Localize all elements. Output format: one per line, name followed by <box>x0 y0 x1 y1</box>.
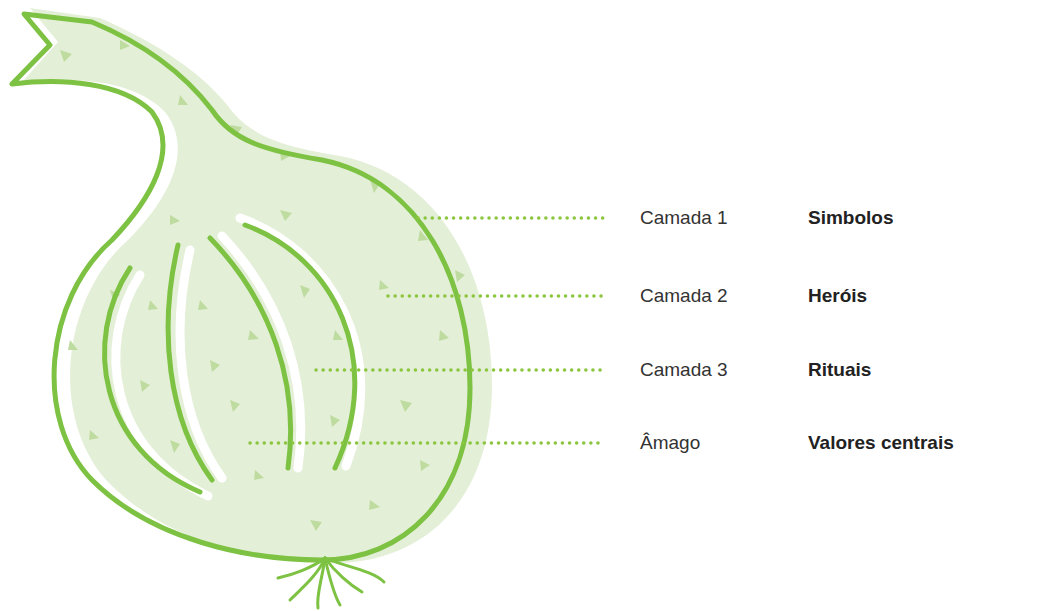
onion-specks <box>60 40 465 531</box>
leader-lines <box>250 218 605 443</box>
onion-outline <box>12 14 470 560</box>
onion-layers <box>105 218 361 496</box>
layer-number: Âmago <box>640 432 700 454</box>
leader-line <box>388 294 605 298</box>
layer-name: Valores centrais <box>808 432 954 454</box>
layer-name: Rituais <box>808 359 871 381</box>
layer-number: Camada 3 <box>640 359 728 381</box>
layer-name: Heróis <box>808 285 867 307</box>
layer-name: Simbolos <box>808 207 894 229</box>
leader-line <box>418 216 605 220</box>
leader-line <box>250 441 605 445</box>
onion-roots <box>278 558 384 608</box>
layer-number: Camada 2 <box>640 285 728 307</box>
layer-number: Camada 1 <box>640 207 728 229</box>
leader-line <box>316 368 605 372</box>
